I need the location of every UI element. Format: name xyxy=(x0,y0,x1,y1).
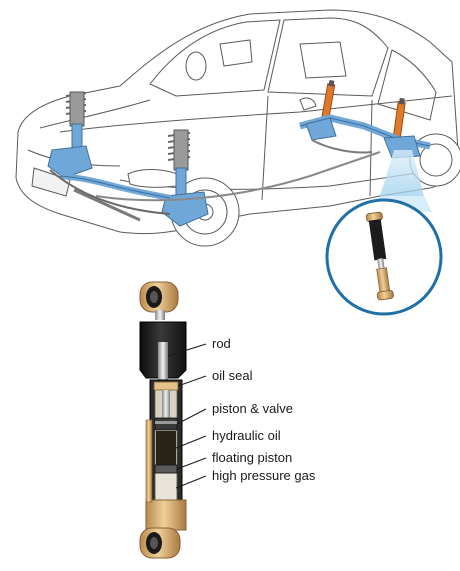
front-suspension xyxy=(47,91,381,227)
hydraulic-oil-region xyxy=(156,431,176,465)
leader-piston-valve xyxy=(176,408,207,425)
label-oil-seal: oil seal xyxy=(212,368,253,383)
label-hydraulic-oil: hydraulic oil xyxy=(212,428,281,443)
shock-absorber-cutaway xyxy=(139,281,187,559)
leader-high-pressure-gas xyxy=(175,475,207,489)
rear-left-shock-absorber xyxy=(321,79,336,120)
top-mounting-eye xyxy=(139,281,179,313)
leader-rod xyxy=(167,343,207,357)
leader-lines xyxy=(167,343,207,489)
leader-hydraulic-oil xyxy=(175,435,207,449)
car-headlight xyxy=(127,169,179,188)
label-high-pressure-gas: high pressure gas xyxy=(212,468,316,483)
lower-tube xyxy=(145,499,187,531)
bottom-mounting-eye xyxy=(139,527,181,559)
floating-piston-part xyxy=(154,464,178,474)
car-front-window xyxy=(267,17,389,97)
oil-seal-part xyxy=(153,381,179,391)
leader-oil-seal xyxy=(177,375,207,387)
car-illustration xyxy=(15,9,460,247)
label-floating-piston: floating piston xyxy=(212,450,293,465)
high-pressure-gas-region xyxy=(156,474,176,500)
leader-floating-piston xyxy=(176,457,207,470)
callout-shock-absorber xyxy=(365,211,394,301)
callout-circle xyxy=(325,198,443,316)
label-piston-valve: piston & valve xyxy=(212,401,293,416)
label-rod: rod xyxy=(212,336,231,351)
car-windshield xyxy=(149,19,281,97)
